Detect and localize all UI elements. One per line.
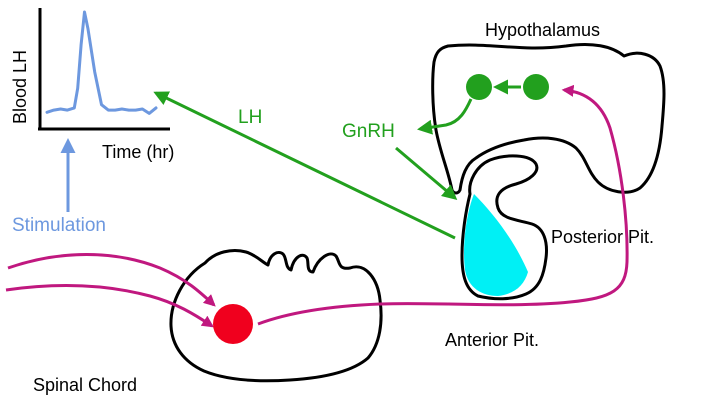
nerve-fiber-lower (5, 284, 214, 328)
lh-label: LH (238, 107, 262, 128)
gnrh-output-arrow (417, 98, 473, 135)
lh-release-arrow (153, 91, 456, 240)
nerve-fiber-upper (7, 253, 216, 307)
anterior-pit-label: Anterior Pit. (445, 330, 539, 350)
posterior-pituitary-lobe (464, 194, 528, 296)
chart-series-line (45, 10, 158, 115)
chart-x-label: Time (hr) (102, 142, 174, 162)
pituitary-outline (460, 154, 548, 301)
gnrh-neuron (466, 74, 492, 100)
hypothalamus-outline (431, 42, 666, 195)
hypothalamus-label: Hypothalamus (485, 20, 600, 40)
lh-chart: Blood LH Time (hr) (10, 8, 174, 162)
spinal-cord-outline (169, 248, 383, 383)
gnrh-to-pituitary-arrow (395, 146, 458, 200)
stimulation-label: Stimulation (12, 215, 106, 236)
gnrh-label: GnRH (342, 121, 395, 142)
chart-y-label: Blood LH (10, 50, 30, 124)
relay-neuron (523, 74, 549, 100)
spinal-neuron (213, 304, 253, 344)
posterior-pit-label: Posterior Pit. (551, 227, 654, 247)
ascending-nerve-fiber (257, 84, 629, 326)
spinal-chord-label: Spinal Chord (33, 375, 137, 395)
